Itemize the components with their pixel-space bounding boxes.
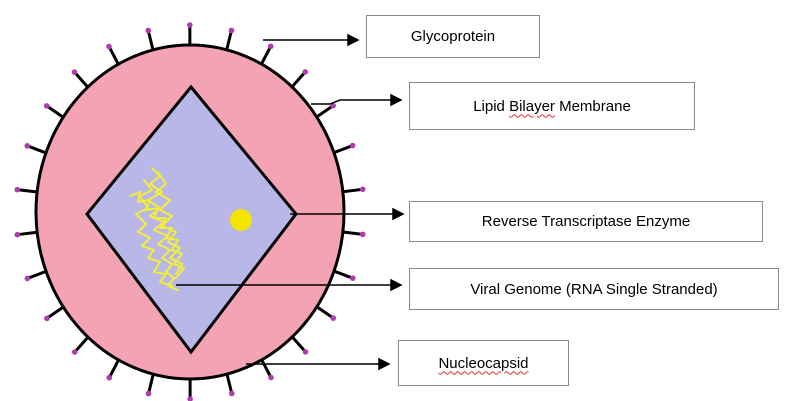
glycoprotein-spike: [27, 271, 46, 278]
glycoprotein-spike: [343, 232, 363, 234]
glycoprotein-spike-tip: [350, 275, 356, 281]
glycoprotein-spike: [261, 46, 270, 64]
glycoprotein-text: Glycoprotein: [411, 28, 495, 45]
glycoprotein-spike-tip: [145, 28, 151, 34]
glycoprotein-spike-tip: [302, 69, 308, 75]
glycoprotein-spike: [227, 374, 232, 393]
lipid-arrowhead: [391, 95, 401, 105]
glycoprotein-spike: [109, 360, 118, 378]
glycoprotein-spike-tip: [360, 187, 366, 193]
glycoprotein-spike: [343, 189, 363, 191]
glycoprotein-spike-tip: [72, 349, 78, 355]
reverse-transcriptase-dot: [230, 209, 252, 231]
glycoprotein-spike: [262, 360, 271, 378]
glycoprotein-spike-tip: [24, 143, 30, 149]
glycoprotein-spike-tip: [268, 44, 274, 50]
glycoprotein-spike-tip: [106, 44, 112, 50]
glycoprotein-spike: [75, 72, 88, 87]
glycoprotein-spike: [148, 30, 153, 49]
lipid-text-bilayer: Bilayer: [509, 98, 555, 115]
nucleocapsid-arrowhead: [379, 359, 389, 369]
glycoprotein-spike-tip: [187, 396, 193, 401]
glycoprotein-spike: [292, 72, 305, 87]
lipid-bilayer-membrane-label: Lipid Bilayer Membrane: [409, 82, 695, 130]
glycoprotein-spike-tip: [350, 143, 356, 149]
lipid-pointer: [311, 100, 392, 104]
lipid-text-prefix: Lipid: [473, 98, 509, 115]
viral-genome-label: Viral Genome (RNA Single Stranded): [409, 268, 779, 310]
glycoprotein-spike-tip: [44, 316, 50, 322]
enzyme-arrowhead: [393, 209, 403, 219]
glycoprotein-spike-tip: [14, 187, 20, 193]
glycoprotein-spike: [47, 106, 63, 117]
glycoprotein-spike-tip: [268, 375, 274, 381]
glycoprotein-spike-tip: [360, 232, 366, 238]
reverse-transcriptase-label: Reverse Transcriptase Enzyme: [409, 201, 763, 242]
glycoprotein-spike: [227, 30, 232, 49]
glycoprotein-spike-tip: [330, 315, 336, 321]
glycoprotein-spike-tip: [72, 69, 78, 75]
glycoprotein-spike: [17, 232, 37, 234]
nucleocapsid-label: Nucleocapsid: [398, 340, 569, 386]
glycoprotein-label: Glycoprotein: [366, 15, 540, 58]
reverse-transcriptase-text: Reverse Transcriptase Enzyme: [482, 213, 690, 230]
glycoprotein-spike: [75, 337, 88, 352]
glycoprotein-spike: [317, 307, 333, 318]
glycoprotein-spike-tip: [303, 349, 309, 355]
glycoprotein-spike-tip: [187, 22, 193, 28]
glycoprotein-spike-tip: [14, 232, 20, 238]
glycoprotein-spike: [148, 374, 153, 393]
glycoprotein-spike: [47, 307, 63, 318]
lipid-text-suffix: Membrane: [555, 98, 631, 115]
glycoprotein-spike: [334, 146, 353, 153]
genome-arrowhead: [391, 280, 401, 290]
glycoprotein-spike-tip: [146, 391, 152, 397]
glycoprotein-spike: [27, 146, 46, 153]
glycoprotein-spike-tip: [229, 28, 235, 34]
glycoprotein-spike: [17, 190, 37, 192]
glycoprotein-spike: [109, 46, 118, 64]
nucleocapsid-text: Nucleocapsid: [438, 355, 528, 372]
glycoprotein-spike: [317, 106, 333, 117]
glycoprotein-arrowhead: [348, 35, 358, 45]
glycoprotein-spike-tip: [229, 391, 235, 397]
glycoprotein-spike-tip: [44, 103, 50, 109]
glycoprotein-spike-tip: [25, 276, 31, 282]
viral-genome-text: Viral Genome (RNA Single Stranded): [470, 281, 717, 298]
glycoprotein-spike-tip: [106, 375, 112, 381]
glycoprotein-spike: [292, 337, 305, 352]
glycoprotein-spike: [334, 271, 353, 278]
